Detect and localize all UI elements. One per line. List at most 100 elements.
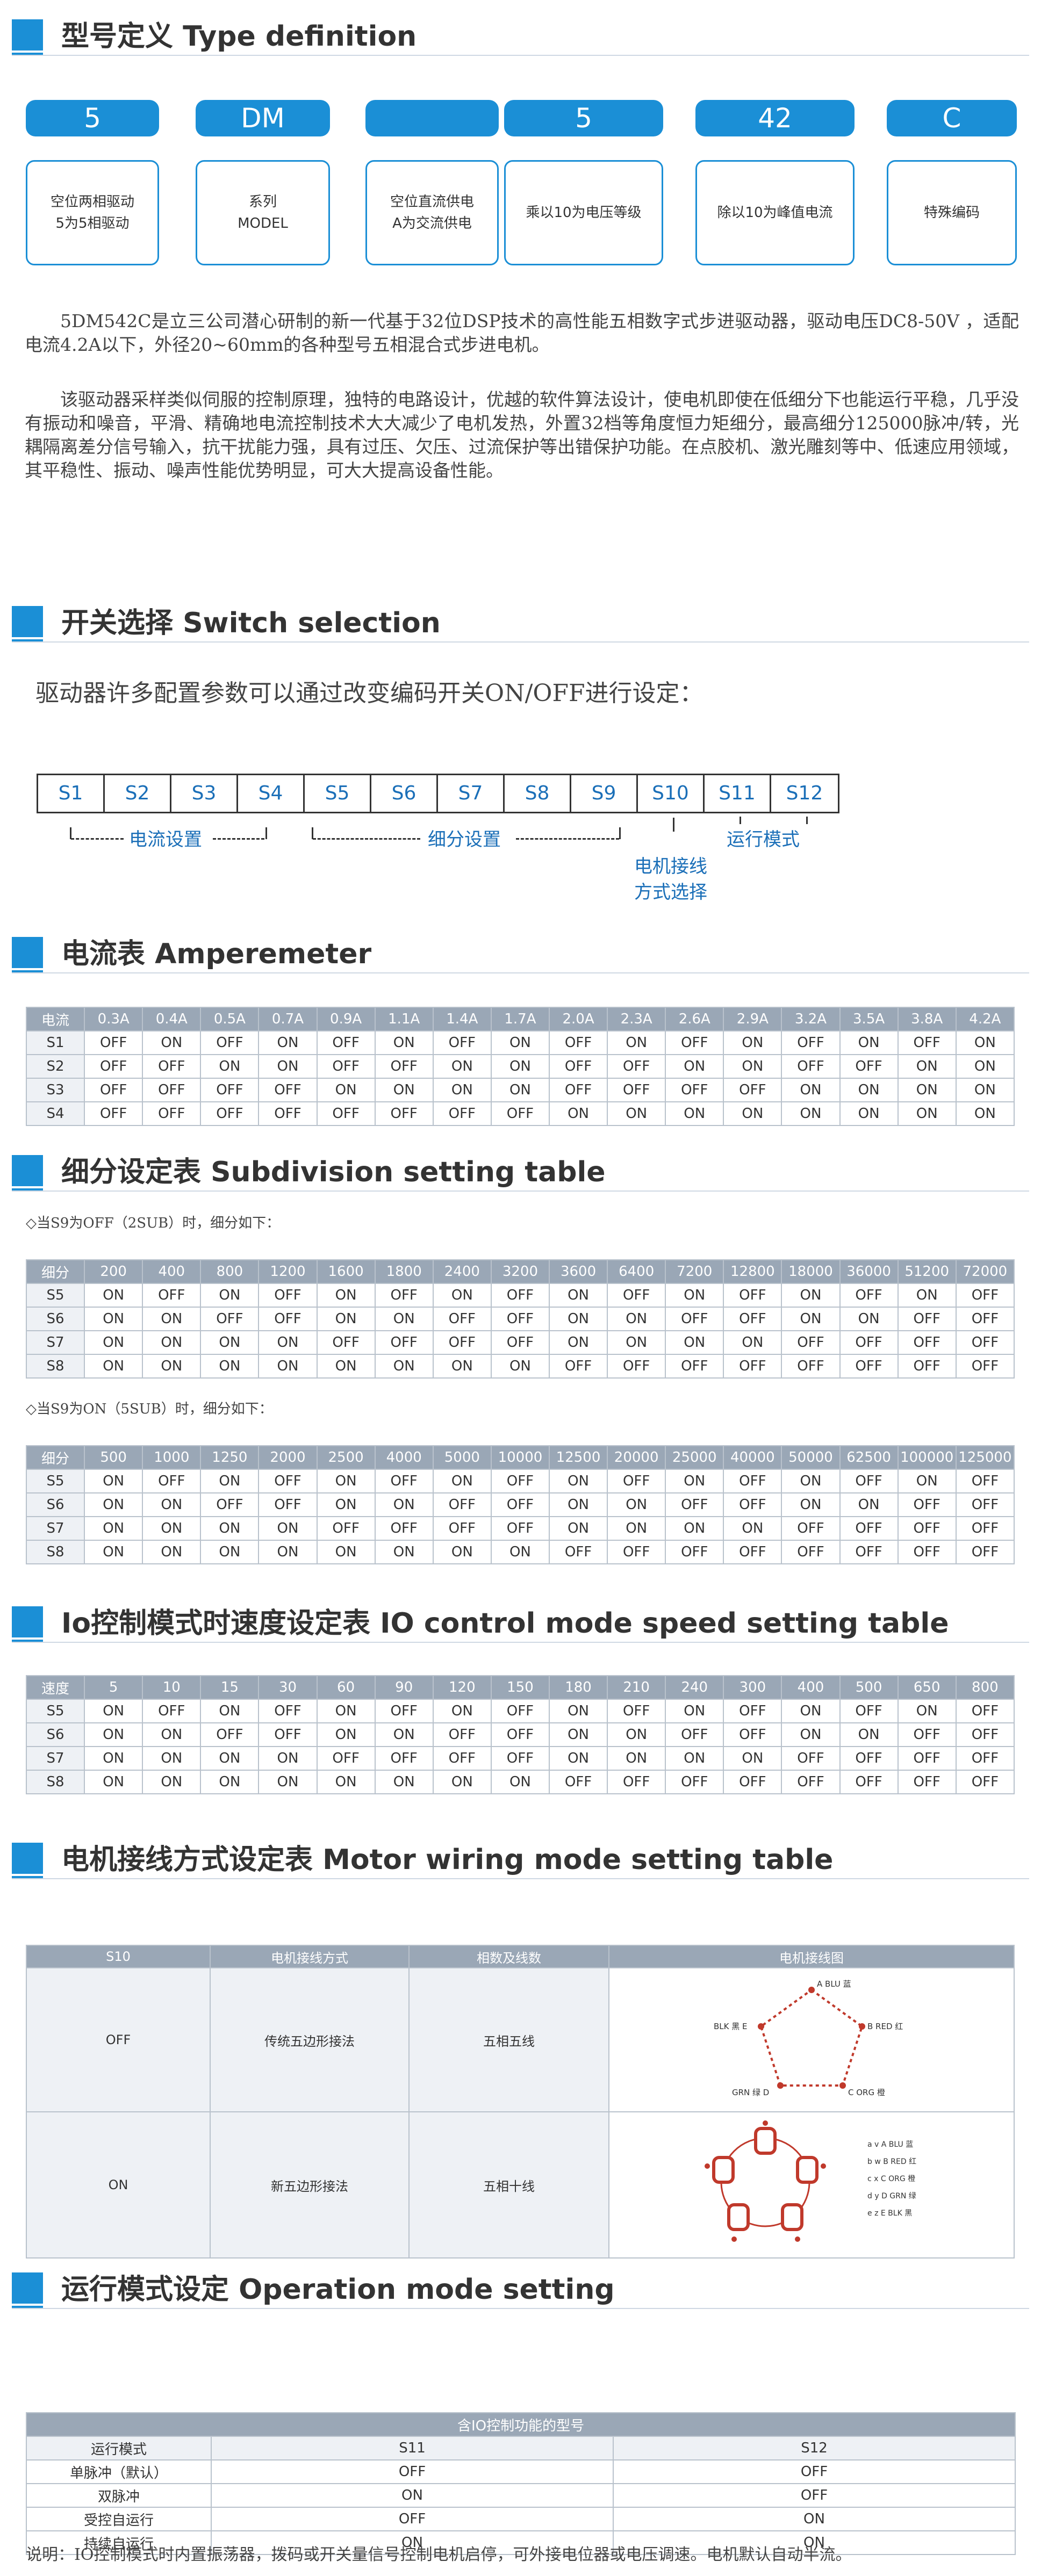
section-title: 型号定义 Type definition bbox=[61, 20, 417, 53]
table-cell: ON bbox=[374, 1492, 434, 1517]
table-header-cell: 2400 bbox=[432, 1259, 492, 1284]
table-cell: OFF bbox=[84, 1101, 143, 1126]
table-cell: S1 bbox=[25, 1030, 85, 1055]
table-cell: OFF bbox=[839, 1469, 899, 1493]
table-header-cell: 400 bbox=[142, 1259, 202, 1284]
table-cell: OFF bbox=[200, 1492, 260, 1517]
table-header-cell: 18000 bbox=[781, 1259, 841, 1284]
section-header-motor-wiring: 电机接线方式设定表 Motor wiring mode setting tabl… bbox=[12, 1843, 1029, 1880]
table-cell: OFF bbox=[665, 1770, 724, 1794]
table-cell: ON bbox=[84, 1699, 143, 1723]
table-cell: OFF bbox=[490, 1330, 550, 1355]
table-cell: OFF bbox=[781, 1746, 841, 1771]
section-marker bbox=[12, 1606, 43, 1642]
switch-row: S1 S2 S3 S4 S5 S6 S7 S8 S9 S10 S11 S12 bbox=[37, 774, 839, 813]
table-cell: OFF bbox=[374, 1746, 434, 1771]
table-cell: ON bbox=[548, 1101, 608, 1126]
table-cell: OFF bbox=[781, 1516, 841, 1541]
node-e bbox=[758, 2023, 764, 2030]
table-cell: ON bbox=[200, 1330, 260, 1355]
table-cell: ON bbox=[607, 1516, 666, 1541]
table-header-cell: 125000 bbox=[955, 1445, 1015, 1470]
type-desc-4: 乘以10为电压等级 bbox=[504, 160, 663, 265]
table-cell: OFF bbox=[955, 1746, 1015, 1771]
table-cell: OFF bbox=[665, 1078, 724, 1102]
table-header-cell: 0.9A bbox=[316, 1007, 376, 1031]
table-header-cell: 100000 bbox=[897, 1445, 957, 1470]
table-cell: ON bbox=[432, 1770, 492, 1794]
table-cell: ON bbox=[607, 1030, 666, 1055]
table-cell: OFF bbox=[839, 1354, 899, 1379]
table-cell: ON bbox=[200, 1746, 260, 1771]
table-cell: ON bbox=[316, 1722, 376, 1747]
table-cell: OFF bbox=[374, 1469, 434, 1493]
table-cell: ON bbox=[84, 1722, 143, 1747]
table-cell: OFF bbox=[84, 1030, 143, 1055]
table-cell: OFF bbox=[258, 1078, 318, 1102]
table-cell: OFF bbox=[490, 1722, 550, 1747]
table-cell: OFF bbox=[490, 1746, 550, 1771]
table-cell: S2 bbox=[25, 1054, 85, 1079]
section-header-switch-selection: 开关选择 Switch selection bbox=[12, 606, 1029, 644]
table-cell: S8 bbox=[25, 1354, 85, 1379]
operation-cell: 单脉冲（默认） bbox=[26, 2459, 212, 2484]
table-header-cell: 1.7A bbox=[490, 1007, 550, 1031]
bracket-subdiv-line-right bbox=[516, 838, 619, 840]
subdivision-note-on: ◇当S9为ON（5SUB）时，细分如下： bbox=[26, 1401, 273, 1417]
table-cell: ON bbox=[490, 1030, 550, 1055]
table-cell: ON bbox=[258, 1030, 318, 1055]
pentagon-label-e: BLK 黑 E bbox=[714, 2022, 748, 2031]
node-c bbox=[839, 2082, 846, 2089]
table-cell: OFF bbox=[607, 1354, 666, 1379]
table-header-cell: 3200 bbox=[490, 1259, 550, 1284]
table-cell: ON bbox=[781, 1722, 841, 1747]
switch-s12: S12 bbox=[786, 782, 823, 804]
table-cell: ON bbox=[839, 1101, 899, 1126]
table-cell: ON bbox=[316, 1307, 376, 1331]
table-cell: ON bbox=[258, 1054, 318, 1079]
table-cell: OFF bbox=[897, 1516, 957, 1541]
table-cell: ON bbox=[432, 1354, 492, 1379]
table-header-cell: 2.0A bbox=[548, 1007, 608, 1031]
section-divider bbox=[12, 2308, 1029, 2309]
table-cell: ON bbox=[490, 1540, 550, 1564]
table-cell: OFF bbox=[258, 1307, 318, 1331]
table-cell: S5 bbox=[25, 1469, 85, 1493]
table-cell: ON bbox=[142, 1307, 202, 1331]
table-cell: ON bbox=[665, 1330, 724, 1355]
table-cell: ON bbox=[316, 1078, 376, 1102]
table-cell: ON bbox=[374, 1307, 434, 1331]
table-cell: ON bbox=[258, 1516, 318, 1541]
table-cell: OFF bbox=[607, 1540, 666, 1564]
coil-a bbox=[754, 2127, 777, 2155]
section-header-type-definition: 型号定义 Type definition bbox=[12, 19, 1029, 57]
subdivision-note-off: ◇当S9为OFF（2SUB）时，细分如下： bbox=[26, 1215, 281, 1231]
table-header-cell: 5000 bbox=[432, 1445, 492, 1470]
table-cell: ON bbox=[200, 1770, 260, 1794]
motor-header-mode: 电机接线方式 bbox=[210, 1945, 410, 1968]
section-title: 电机接线方式设定表 Motor wiring mode setting tabl… bbox=[61, 1844, 834, 1876]
table-cell: ON bbox=[781, 1492, 841, 1517]
table-header-cell: 20000 bbox=[607, 1445, 666, 1470]
table-cell: OFF bbox=[374, 1101, 434, 1126]
node-b bbox=[859, 2023, 865, 2030]
type-code-3 bbox=[365, 100, 499, 136]
switch-s11: S11 bbox=[705, 775, 771, 812]
table-cell: ON bbox=[723, 1030, 782, 1055]
table-cell: ON bbox=[432, 1283, 492, 1308]
table-cell: OFF bbox=[490, 1307, 550, 1331]
table-cell: S5 bbox=[25, 1283, 85, 1308]
switch-s9: S9 bbox=[571, 775, 638, 812]
motor-row1-diagram: A BLU 蓝 B RED 红 C ORG 橙 GRN 绿 D BLK 黑 E bbox=[608, 1967, 1015, 2112]
table-cell: ON bbox=[374, 1078, 434, 1102]
table-cell: OFF bbox=[142, 1101, 202, 1126]
operation-cell: ON bbox=[612, 2507, 1016, 2531]
table-header-cell: 15 bbox=[200, 1675, 260, 1700]
